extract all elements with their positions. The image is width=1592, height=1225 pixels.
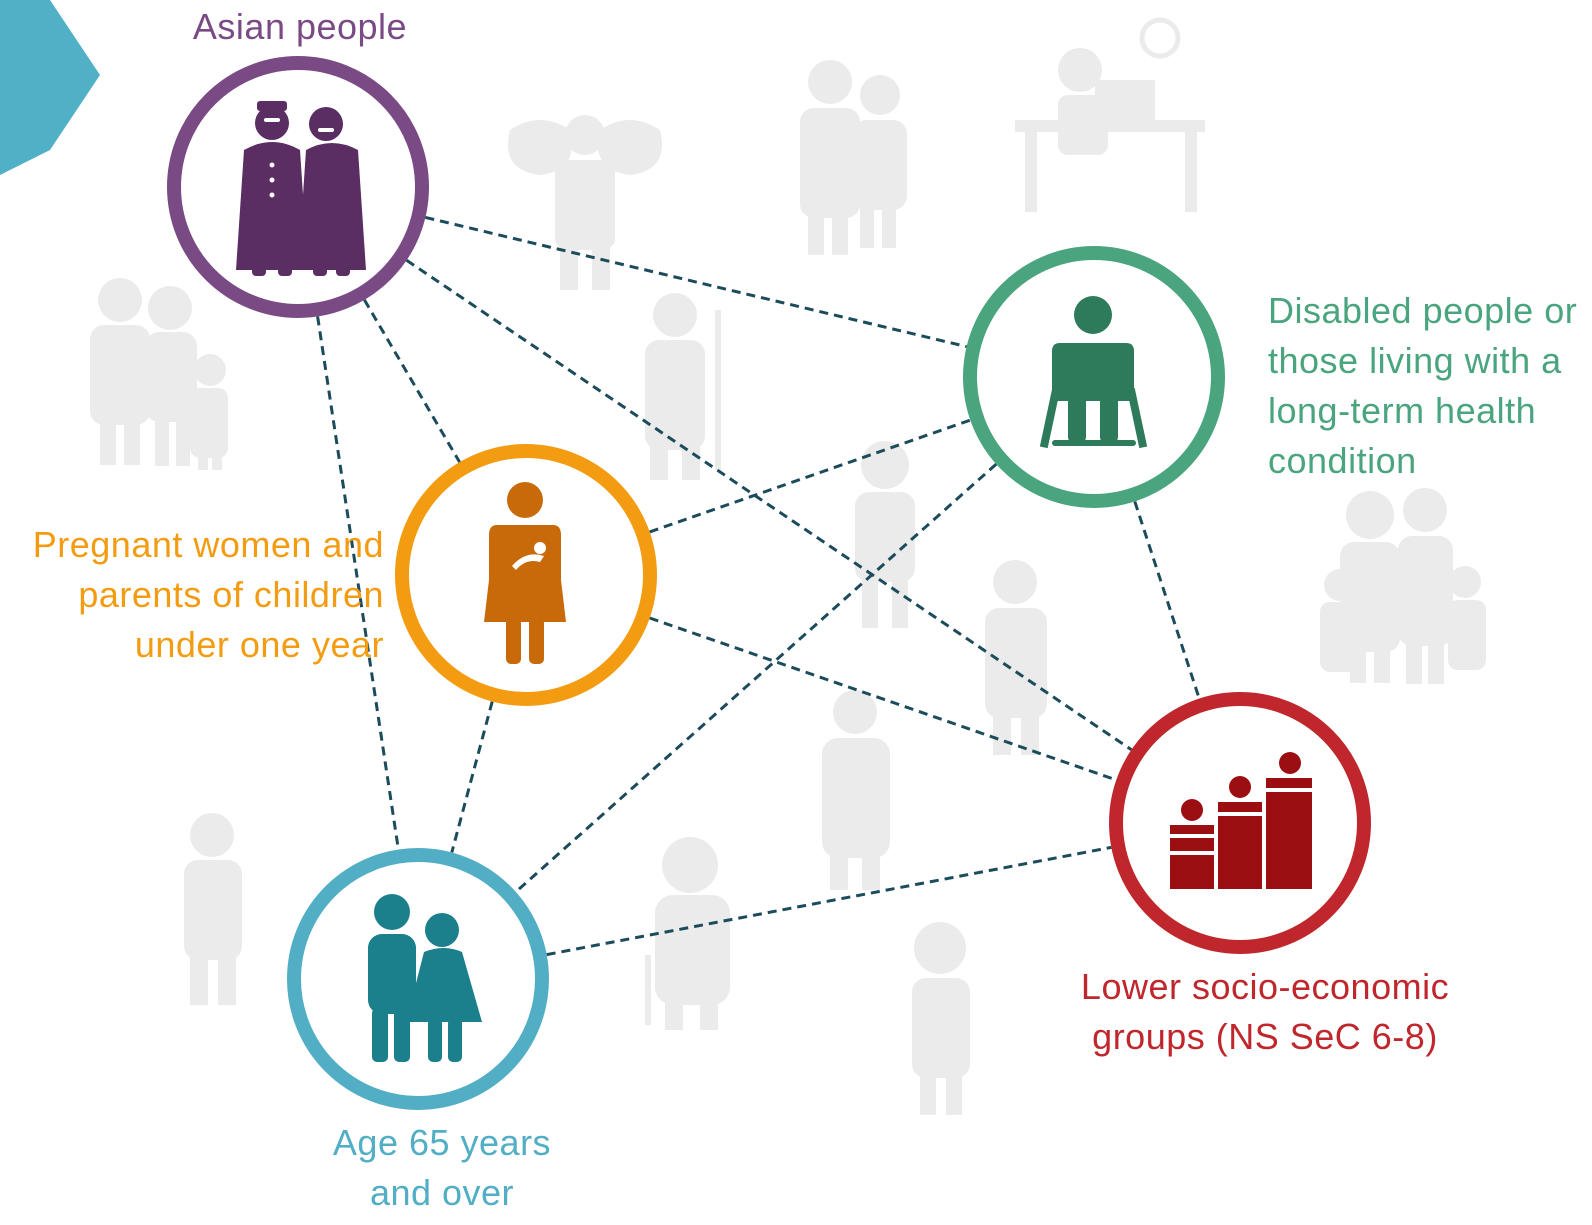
background-person-icon xyxy=(855,441,915,628)
background-person-icon xyxy=(184,813,242,1005)
connector-asian-pregnant xyxy=(363,299,461,463)
label-line: Disabled people or xyxy=(1268,290,1578,331)
label-line: Lower socio-economic xyxy=(1080,966,1450,1007)
label-disabled-people: Disabled people or those living with a l… xyxy=(1268,286,1592,486)
connector-disabled-age xyxy=(514,462,998,894)
label-line: Age 65 years xyxy=(332,1122,552,1163)
wheelchair-user-icon xyxy=(1039,296,1148,449)
connector-asian-lower xyxy=(405,259,1133,751)
label-line: parents of children xyxy=(78,574,384,615)
label-line: under one year xyxy=(134,624,384,665)
background-person-icon xyxy=(985,560,1047,755)
connector-asian-disabled xyxy=(425,215,967,349)
connector-pregnant-age xyxy=(450,701,494,853)
label-age-65-over: Age 65 years and over xyxy=(292,1118,592,1218)
background-person-icon xyxy=(1015,17,1205,212)
background-people xyxy=(90,17,1486,1115)
elderly-couple-icon xyxy=(368,894,482,1062)
label-asian-people: Asian people xyxy=(150,2,450,52)
background-person-icon xyxy=(90,278,228,470)
connector-pregnant-disabled xyxy=(649,418,971,534)
connector-age-lower xyxy=(546,845,1112,957)
background-person-icon xyxy=(508,115,662,290)
label-line: groups (NS SeC 6-8) xyxy=(1092,1016,1438,1057)
label-line: and over xyxy=(369,1172,515,1213)
node-disabled xyxy=(963,246,1225,508)
node-age xyxy=(287,848,549,1110)
background-person-icon xyxy=(912,922,970,1115)
node-asian xyxy=(167,56,429,318)
background-person-icon xyxy=(1320,488,1486,684)
label-line: those living with a xyxy=(1268,340,1562,381)
label-line: Pregnant women and xyxy=(32,524,384,565)
label-lower-socio-economic: Lower socio-economic groups (NS SeC 6-8) xyxy=(1060,962,1470,1062)
background-person-icon xyxy=(645,293,721,480)
label-pregnant-parents: Pregnant women and parents of children u… xyxy=(8,520,384,670)
background-person-icon xyxy=(822,690,890,890)
connector-lines xyxy=(316,215,1201,957)
label-line: Asian people xyxy=(192,6,408,47)
background-person-icon xyxy=(800,60,907,255)
node-pregnant xyxy=(395,444,657,706)
connector-disabled-lower xyxy=(1133,501,1201,699)
connector-pregnant-lower xyxy=(649,616,1117,782)
node-lower xyxy=(1109,692,1371,954)
asian-couple-icon xyxy=(236,101,366,276)
corner-arrow xyxy=(0,0,100,175)
label-line: condition xyxy=(1268,440,1417,481)
label-line: long-term health xyxy=(1268,390,1537,431)
